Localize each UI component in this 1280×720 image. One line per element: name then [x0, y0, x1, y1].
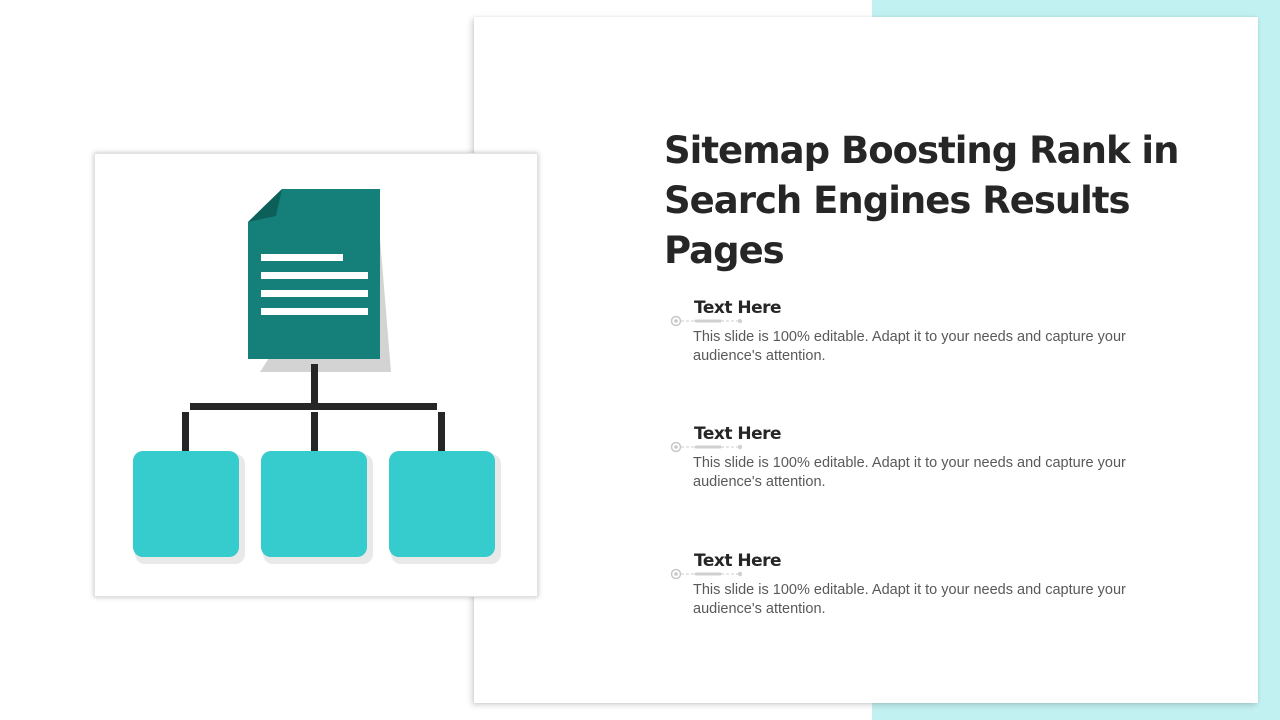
item-heading: Text Here: [694, 551, 782, 571]
connector-dot-icon: [670, 568, 743, 580]
page-box: [133, 451, 239, 557]
slide-title: Sitemap Boosting Rank in Search Engines …: [664, 129, 1179, 272]
connector-branch: [311, 412, 318, 452]
document-fold: [248, 189, 282, 222]
connector-bar: [190, 403, 437, 410]
connector-dot-icon: [670, 315, 743, 327]
page-box: [261, 451, 367, 557]
item-heading: Text Here: [694, 298, 782, 318]
item-heading: Text Here: [694, 424, 782, 444]
content-panel: [474, 17, 1258, 703]
document-line: [261, 308, 368, 315]
item-text: This slide is 100% editable. Adapt it to…: [693, 582, 1126, 617]
connector-branch: [438, 412, 445, 452]
document-line: [261, 290, 368, 297]
document-line: [261, 272, 368, 279]
sitemap-illustration-card: [94, 153, 538, 597]
item-text: This slide is 100% editable. Adapt it to…: [693, 455, 1126, 490]
connector-branch: [182, 412, 189, 452]
connector-dot-icon: [670, 441, 743, 453]
page-box: [389, 451, 495, 557]
connector-trunk: [311, 364, 318, 404]
item-text: This slide is 100% editable. Adapt it to…: [693, 329, 1126, 364]
sitemap-document-icon: [133, 189, 501, 564]
document-line: [261, 254, 343, 261]
